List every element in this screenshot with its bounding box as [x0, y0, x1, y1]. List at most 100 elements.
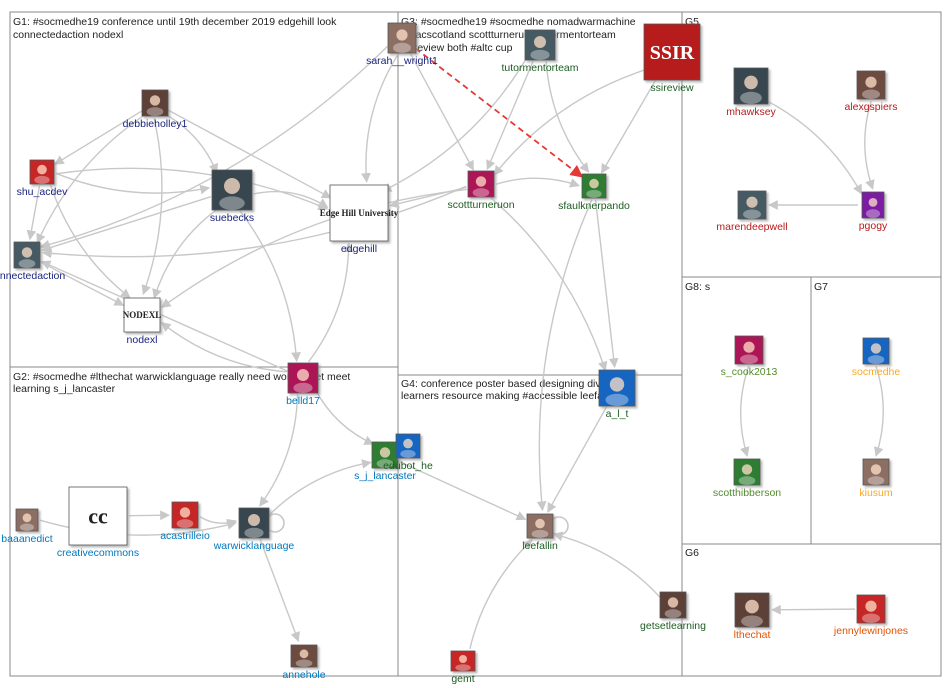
node-label: connectedaction [0, 270, 65, 282]
node-warwick[interactable]: warwicklanguage [213, 508, 295, 552]
node-label: annehole [282, 669, 325, 681]
avatar-body [293, 383, 312, 393]
g4-subtitle: learners resource making #accessible lee… [401, 390, 616, 402]
node-scotth[interactable]: scotthibberson [713, 459, 781, 499]
node-debbie[interactable]: debbieholley1 [123, 90, 188, 130]
avatar-body [296, 660, 313, 667]
node-label: sarah__wright1 [366, 55, 438, 67]
edge [260, 394, 298, 506]
avatar-body [147, 107, 164, 116]
avatar-body [665, 609, 682, 618]
edge [42, 262, 288, 372]
edge [741, 366, 749, 456]
node-maren[interactable]: marendeepwell [716, 191, 787, 233]
avatar-body [868, 476, 885, 485]
avatar-body [219, 196, 245, 210]
avatar-body [244, 528, 263, 538]
avatar-head [224, 178, 240, 194]
avatar-body [740, 92, 762, 104]
node-sfaul[interactable]: sfaulknerpando [558, 174, 630, 212]
node-label: shu_acdev [17, 186, 69, 198]
node-label: getsetlearning [640, 620, 706, 632]
node-label: nodexl [127, 334, 158, 346]
node-label: scottturneruon [447, 199, 514, 211]
avatar-body [586, 190, 601, 198]
g6-title: G6 [685, 547, 699, 559]
avatar-head [23, 513, 32, 522]
node-baaa[interactable]: baaanedict [1, 509, 52, 545]
edge [43, 186, 466, 256]
node-label: edubot_he [383, 460, 433, 472]
node-label: edgehill [341, 243, 377, 255]
avatar-body [532, 530, 549, 538]
node-label: s_cook2013 [721, 366, 778, 378]
node-alexg[interactable]: alexgspiers [844, 71, 897, 113]
node-suebecks[interactable]: suebecks [210, 170, 254, 224]
avatar-head [459, 655, 467, 663]
avatar-head [22, 247, 32, 257]
node-annehole[interactable]: annehole [282, 645, 325, 681]
avatar-head [871, 464, 881, 474]
node-mhawksey[interactable]: mhawksey [726, 68, 776, 118]
avatar-body [20, 524, 34, 531]
node-ssir[interactable]: SSIR ssireview [644, 24, 700, 94]
node-alt[interactable]: a_l_t [599, 370, 635, 420]
node-label: lthechat [734, 629, 771, 641]
avatar-body [866, 209, 880, 218]
node-label: a_l_t [606, 408, 629, 420]
node-leefallin[interactable]: leefallin [522, 514, 558, 552]
node-label: ssireview [650, 82, 694, 94]
node-shu[interactable]: shu_acdev [17, 160, 69, 198]
node-image-text: cc [88, 504, 108, 529]
avatar-head [300, 649, 309, 658]
avatar-head [476, 176, 486, 186]
avatar-head [535, 519, 545, 529]
node-label: sfaulknerpando [558, 200, 630, 212]
nodes-layer: sarah__wright1 debbieholley1 shu_acdev sueb… [0, 23, 908, 685]
panel-g2 [10, 367, 398, 676]
edge [162, 323, 288, 372]
avatar-head [248, 514, 260, 526]
edge [260, 539, 298, 641]
edge [487, 61, 533, 170]
node-label: baaanedict [1, 533, 52, 545]
edge [765, 100, 861, 194]
node-socmedhe[interactable]: socmedhe [852, 338, 901, 378]
avatar-head [589, 179, 599, 189]
avatar-head [743, 342, 754, 353]
g3-subtitle-2: ssireview both #altc cup [401, 42, 513, 54]
edge [539, 200, 591, 510]
edge [546, 61, 589, 172]
edge [470, 540, 532, 649]
node-jenny[interactable]: jennylewinjones [833, 595, 908, 637]
avatar-body [177, 519, 194, 528]
node-scook[interactable]: s_cook2013 [721, 336, 778, 378]
node-lthechat[interactable]: lthechat [734, 593, 771, 641]
avatar-head [865, 601, 876, 612]
node-getset[interactable]: getsetlearning [640, 592, 706, 632]
node-acast[interactable]: acastrilleio [160, 502, 210, 542]
node-pgogy[interactable]: pgogy [859, 192, 888, 232]
avatar-head [745, 600, 759, 614]
avatar-body [862, 89, 880, 99]
avatar-body [473, 188, 490, 197]
avatar-body [34, 176, 49, 184]
avatar-body [19, 259, 36, 268]
g7-title: G7 [814, 281, 828, 293]
node-kiusum[interactable]: kiusum [859, 459, 893, 499]
node-belld[interactable]: belld17 [286, 363, 320, 407]
edge [596, 200, 615, 367]
panel-g5 [682, 12, 941, 277]
node-gemt[interactable]: gemt [451, 651, 475, 685]
node-label: kiusum [859, 487, 893, 499]
node-label: pgogy [859, 220, 888, 232]
edge [162, 189, 467, 307]
node-image-text: SSIR [650, 42, 695, 64]
node-label: gemt [451, 673, 474, 685]
edge [554, 534, 660, 597]
g4-title: G4: conference poster based designing di… [401, 378, 621, 390]
